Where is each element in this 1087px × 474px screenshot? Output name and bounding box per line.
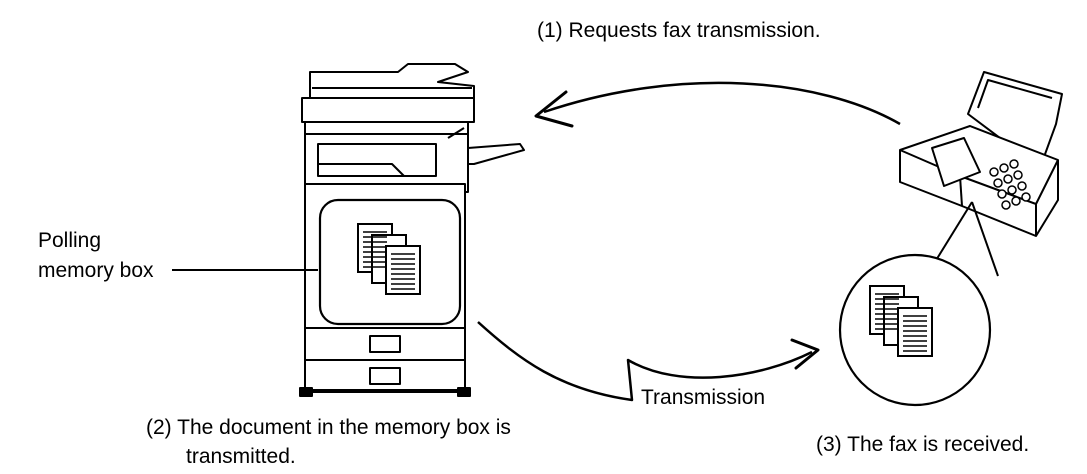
polling-label-line2: memory box xyxy=(38,259,154,282)
transmission-label: Transmission xyxy=(641,386,766,409)
polling-memory-box xyxy=(318,198,462,326)
received-documents xyxy=(838,253,992,407)
polling-label-line1: Polling xyxy=(38,229,102,252)
transmission-arrow xyxy=(477,321,820,402)
document-label-line1: (2) The document in the memory box is xyxy=(146,416,511,439)
received-label: (3) The fax is received. xyxy=(816,433,1030,456)
document-label-line2: transmitted. xyxy=(186,445,296,468)
request-arrow xyxy=(534,81,901,128)
fax-machine-icon xyxy=(899,71,1063,237)
request-label: (1) Requests fax transmission. xyxy=(537,19,821,42)
